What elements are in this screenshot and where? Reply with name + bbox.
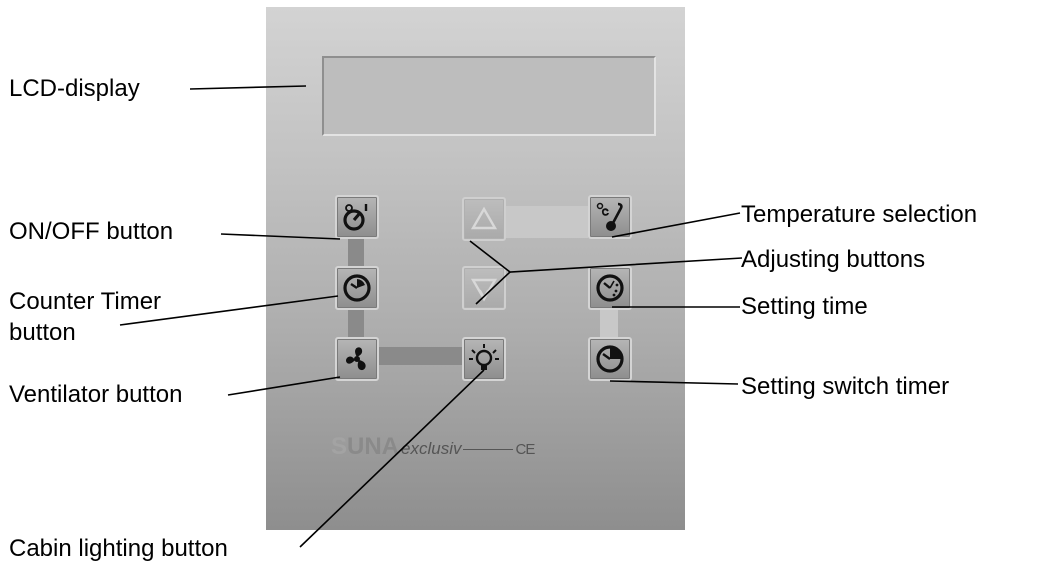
setting-time-button[interactable]: [588, 266, 632, 310]
up-arrow-icon: [470, 206, 498, 230]
fan-icon: [345, 347, 366, 371]
cabin-lighting-button[interactable]: [462, 337, 506, 381]
light-bulb-icon: [469, 344, 499, 370]
brand-rule: [463, 449, 514, 451]
ce-mark: CE: [515, 441, 535, 458]
connector-up-temp: [504, 206, 588, 238]
switch-timer-clock-icon: [596, 345, 624, 373]
counter-clock-icon: [343, 274, 371, 302]
label-adjusting-buttons: Adjusting buttons: [741, 246, 926, 273]
counter-timer-button[interactable]: [335, 266, 379, 310]
label-counter-timer-line2: button: [9, 319, 76, 346]
up-button[interactable]: [462, 197, 506, 241]
temperature-button[interactable]: [588, 195, 632, 239]
label-temperature-selection: Temperature selection: [741, 201, 978, 228]
ventilator-button[interactable]: [335, 337, 379, 381]
setting-clock-icon: [596, 274, 624, 302]
label-ventilator-button: Ventilator button: [9, 381, 183, 408]
on-off-button[interactable]: [335, 195, 379, 239]
label-cabin-lighting-button: Cabin lighting button: [9, 535, 228, 562]
label-on-off-button: ON/OFF button: [9, 218, 174, 245]
label-setting-time: Setting time: [741, 293, 868, 320]
down-button[interactable]: [462, 266, 506, 310]
label-counter-timer-line1: Counter Timer: [9, 288, 162, 315]
switch-timer-button[interactable]: [588, 337, 632, 381]
thermometer-icon: [596, 202, 623, 231]
connector-fan-light: [376, 347, 464, 365]
power-icon: [343, 204, 368, 231]
label-setting-switch-timer: Setting switch timer: [741, 373, 950, 400]
lcd-display: [322, 56, 656, 136]
label-lcd-display: LCD-display: [9, 75, 140, 102]
down-arrow-icon: [470, 278, 498, 302]
